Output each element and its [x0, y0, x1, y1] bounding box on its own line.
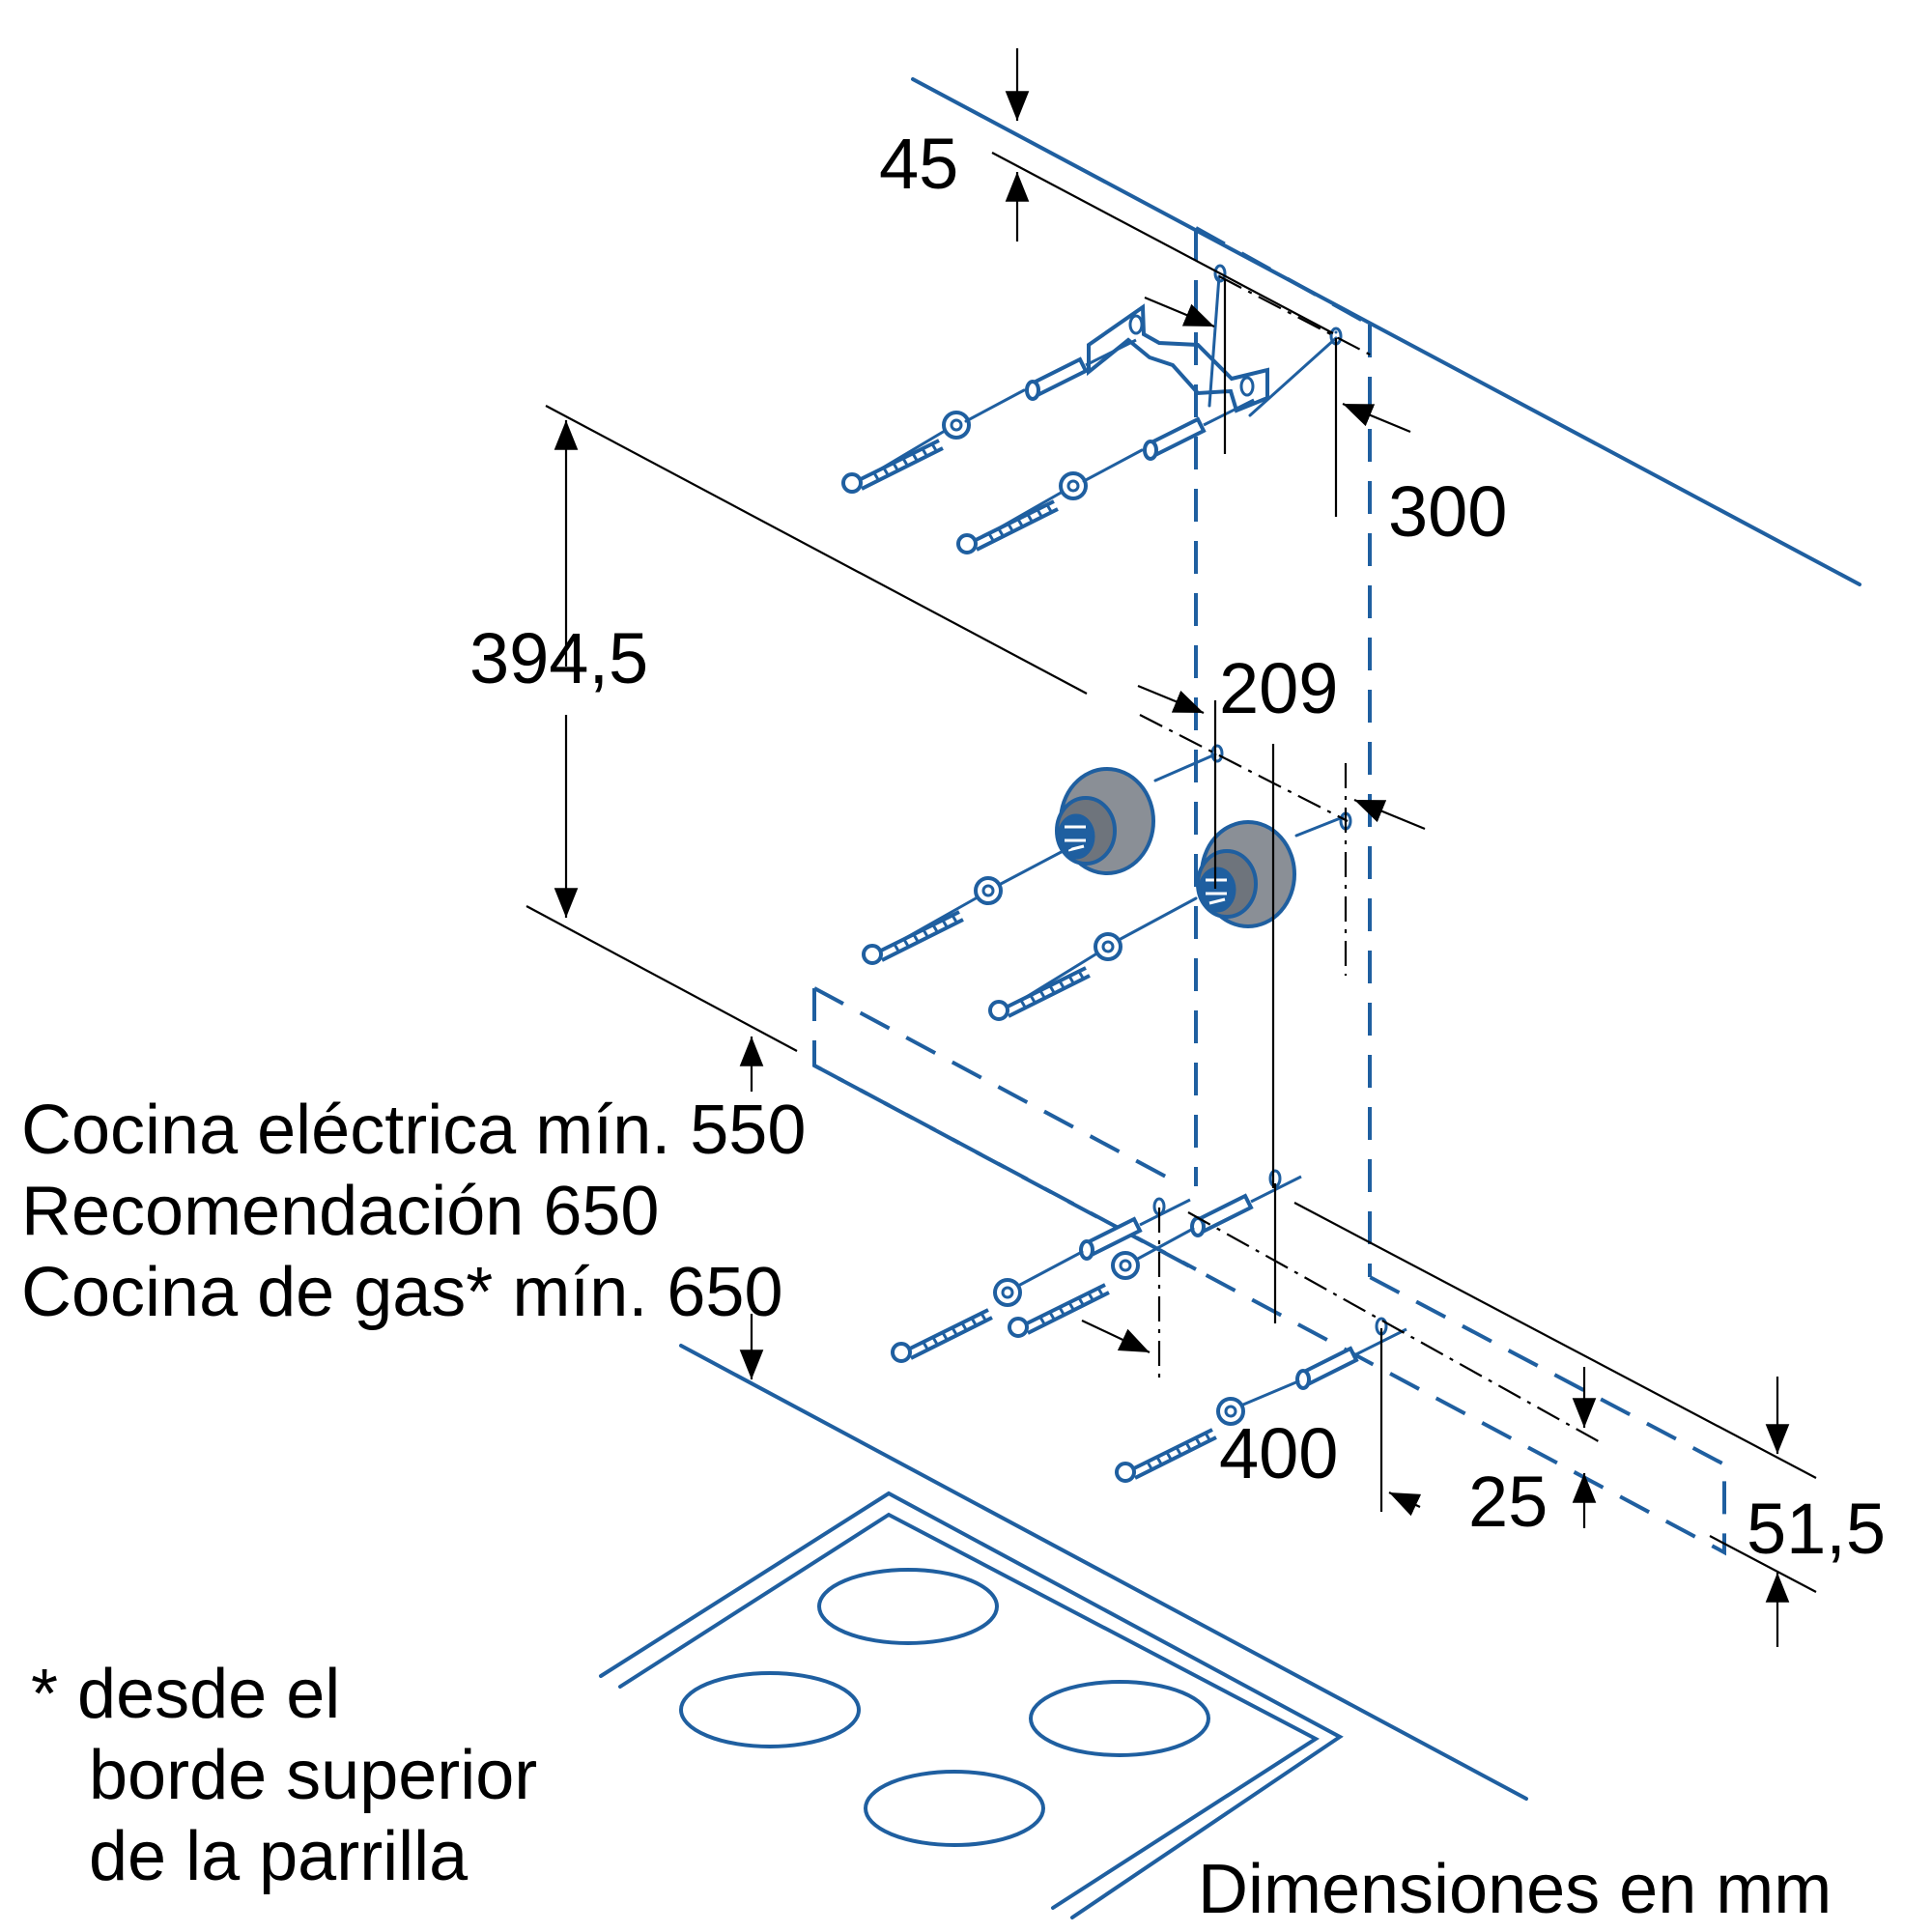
middle-fasteners	[862, 744, 1352, 1021]
screw-icon	[956, 499, 1060, 554]
ceiling-edge-line	[911, 77, 1861, 586]
wall-plug-icon	[1190, 1175, 1303, 1237]
washer-icon	[993, 1278, 1022, 1307]
knob-icon	[1196, 820, 1296, 928]
washer-icon	[1094, 932, 1122, 961]
footnote-line-3: de la parrilla	[89, 1818, 469, 1895]
dimension-lines	[526, 48, 1817, 1647]
screw-icon	[841, 439, 945, 494]
counter-front-edge	[679, 1344, 1528, 1801]
mounting-bracket-icon	[1087, 303, 1269, 413]
units-label: Dimensiones en mm	[1198, 1851, 1832, 1928]
hob-burner-icon	[1029, 1680, 1210, 1757]
dimension-209-label: 209	[1219, 648, 1338, 728]
dimension-25-label: 25	[1468, 1462, 1548, 1542]
wall-plug-icon	[1143, 398, 1256, 461]
washer-icon	[1059, 471, 1088, 500]
screw-icon	[1115, 1428, 1218, 1483]
dimension-400-label: 400	[1219, 1413, 1338, 1493]
washer-icon	[974, 876, 1003, 905]
screw-icon	[862, 910, 965, 965]
hob-burner-icon	[679, 1671, 861, 1748]
lower-fasteners	[891, 1169, 1408, 1483]
dimension-51-5-label: 51,5	[1747, 1489, 1886, 1569]
screw-icon	[988, 966, 1092, 1021]
upper-fasteners	[841, 264, 1343, 554]
footnote-line-2: borde superior	[89, 1737, 537, 1814]
hob-burner-icon	[817, 1568, 999, 1645]
wall-plug-icon	[1295, 1327, 1408, 1390]
clearance-note-recommended: Recomendación 650	[21, 1173, 659, 1250]
wall-plug-icon	[1025, 338, 1138, 401]
washer-icon	[942, 411, 971, 440]
hob-icon	[599, 1491, 1344, 1919]
clearance-note-electric: Cocina eléctrica mín. 550	[21, 1092, 806, 1169]
footnote: * desde el borde superior de la parrilla	[31, 1656, 537, 1895]
hob-burner-icon	[864, 1770, 1045, 1847]
screw-icon	[891, 1308, 994, 1363]
wall-plug-icon	[1079, 1198, 1192, 1261]
dimension-394-5-label: 394,5	[469, 618, 648, 698]
dimension-45-label: 45	[879, 124, 958, 204]
knob-icon	[1055, 767, 1155, 875]
washer-icon	[1111, 1251, 1140, 1280]
screw-icon	[1008, 1283, 1111, 1338]
footnote-line-1: * desde el	[31, 1656, 340, 1733]
clearance-note-gas: Cocina de gas* mín. 650	[21, 1254, 782, 1331]
dimension-300-label: 300	[1388, 471, 1507, 552]
clearance-notes: Cocina eléctrica mín. 550 Recomendación …	[21, 1092, 806, 1331]
